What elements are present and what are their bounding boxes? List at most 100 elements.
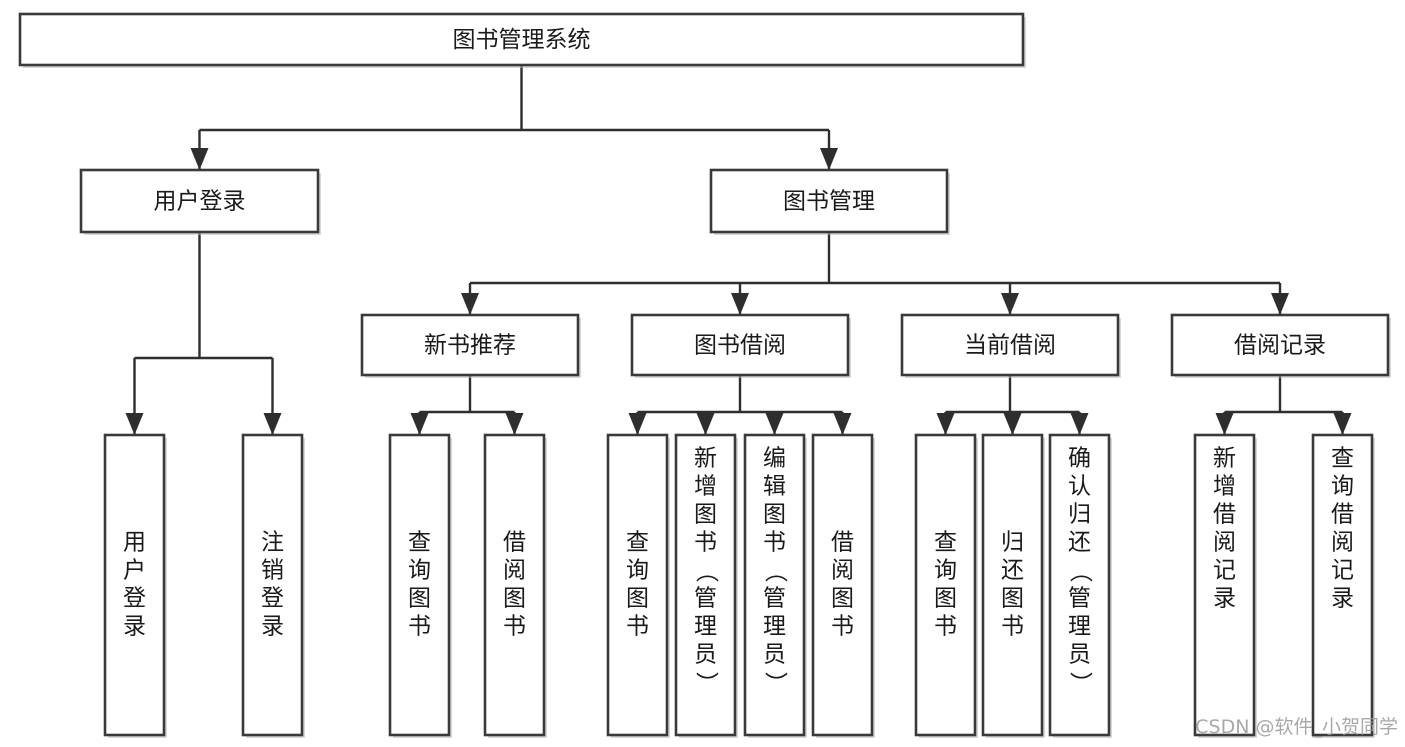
node-label-char: 书	[831, 614, 854, 640]
node-box[interactable]	[743, 433, 806, 737]
node-label-char: 理	[694, 614, 717, 640]
node-box[interactable]	[811, 433, 874, 737]
node-label-char: 管	[1068, 586, 1091, 612]
node-label-char: ）	[762, 672, 788, 695]
node-box[interactable]	[1311, 433, 1374, 737]
node-label: 借阅记录	[1234, 333, 1326, 359]
node-box[interactable]	[630, 313, 850, 377]
node-box[interactable]	[241, 433, 304, 737]
node-box[interactable]	[914, 433, 977, 737]
node-label-char: 书	[934, 614, 957, 640]
arrow-head-icon	[1001, 293, 1019, 315]
node-label-char: 管	[763, 586, 786, 612]
node-box[interactable]	[1170, 313, 1390, 377]
node-label-char: 借	[503, 530, 526, 556]
node-label-char: 增	[694, 474, 717, 500]
node-label-char: ）	[1067, 672, 1093, 695]
node-label-char: 图	[694, 502, 717, 528]
node-label: 用户登录	[154, 189, 246, 215]
node-new-book-rec[interactable]: 新书推荐	[360, 313, 581, 378]
node-box[interactable]	[79, 168, 320, 234]
node-label-char: 户	[123, 558, 146, 584]
node-label-char: 录	[261, 614, 284, 640]
node-label-char: 员	[1068, 642, 1091, 668]
node-box[interactable]	[1048, 433, 1111, 737]
node-box[interactable]	[360, 313, 580, 377]
node-label-char: 增	[1213, 474, 1236, 500]
node-current-borrow[interactable]: 当前借阅	[900, 313, 1121, 378]
node-root[interactable]: 图书管理系统	[18, 12, 1026, 68]
node-book-borrow[interactable]: 图书借阅	[630, 313, 851, 378]
node-label-char: 认	[1068, 474, 1091, 500]
node-layer: 图书管理系统用户登录图书管理新书推荐图书借阅当前借阅借阅记录用户登录注销登录查询…	[18, 12, 1391, 738]
arrow-head-icon	[190, 148, 209, 170]
node-label-char: 新	[694, 446, 717, 472]
node-label-char: 编	[763, 446, 786, 472]
arrow-head-icon	[1070, 413, 1089, 435]
arrow-head-icon	[1333, 413, 1352, 435]
node-label-char: 用	[123, 530, 146, 556]
node-label-char: 查	[626, 530, 649, 556]
node-box[interactable]	[388, 433, 451, 737]
node-label-char: 还	[1068, 530, 1091, 556]
node-label-char: 录	[123, 614, 146, 640]
arrow-head-icon	[765, 413, 784, 435]
node-label-char: 书	[626, 614, 649, 640]
node-box[interactable]	[900, 313, 1120, 377]
node-label-char: 借	[1331, 502, 1354, 528]
arrow-head-icon	[1271, 293, 1289, 315]
node-label-char: （	[693, 560, 719, 583]
node-label-char: 记	[1213, 558, 1236, 584]
node-label: 图书管理系统	[453, 27, 591, 53]
node-label-char: 理	[763, 614, 786, 640]
node-box[interactable]	[1193, 433, 1256, 737]
node-box[interactable]	[674, 433, 737, 737]
arrow-head-icon	[1003, 413, 1022, 435]
node-label-char: 录	[1331, 586, 1354, 612]
node-label-char: ）	[693, 672, 719, 695]
node-label-char: 销	[261, 558, 284, 584]
node-label-char: 图	[1001, 586, 1024, 612]
node-label-char: 图	[763, 502, 786, 528]
arrow-head-icon	[936, 413, 955, 435]
node-label-char: 登	[261, 586, 284, 612]
node-box[interactable]	[709, 168, 949, 234]
node-label-char: 询	[408, 558, 431, 584]
node-label-char: 员	[763, 642, 786, 668]
node-label-char: 查	[1331, 446, 1354, 472]
node-label-char: 阅	[1331, 530, 1354, 556]
node-leaf-user-login[interactable]: 用户登录	[103, 433, 167, 738]
node-borrow-record[interactable]: 借阅记录	[1170, 313, 1391, 378]
node-box[interactable]	[18, 12, 1025, 67]
node-label-char: 书	[694, 530, 717, 556]
arrow-head-icon	[1215, 413, 1234, 435]
node-label-char: 书	[1001, 614, 1024, 640]
arrow-head-icon	[833, 413, 852, 435]
node-user-login[interactable]: 用户登录	[79, 168, 321, 235]
node-box[interactable]	[483, 433, 546, 737]
node-label-char: 还	[1001, 558, 1024, 584]
arrow-head-icon	[263, 413, 282, 435]
node-box[interactable]	[606, 433, 669, 737]
node-label-char: 查	[408, 530, 431, 556]
node-box[interactable]	[103, 433, 166, 737]
node-label-char: 记	[1331, 558, 1354, 584]
node-book-manage[interactable]: 图书管理	[709, 168, 950, 235]
node-label-char: 归	[1068, 502, 1091, 528]
node-label-char: 理	[1068, 614, 1091, 640]
node-box[interactable]	[981, 433, 1044, 737]
